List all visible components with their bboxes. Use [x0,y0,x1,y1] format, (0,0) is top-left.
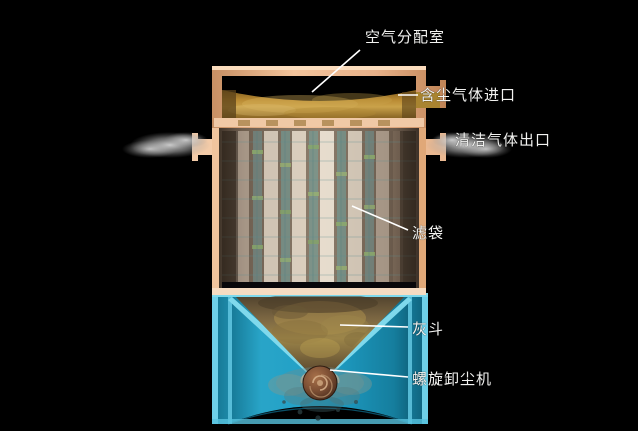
screw-dust-discharger-unit [268,365,372,421]
hopper-cone [228,296,412,384]
leader-filter-bag [351,205,409,231]
label-dusty-gas-inlet: 含尘气体进口 [420,88,517,104]
label-air-distribution-chamber: 空气分配室 [365,30,446,46]
label-clean-gas-outlet: 清洁气体出口 [455,133,552,149]
label-filter-bag: 滤袋 [412,226,445,242]
label-screw-dust-discharger: 螺旋卸尘机 [412,372,493,388]
filter-bag-housing [212,128,426,295]
label-ash-hopper: 灰斗 [412,322,445,338]
air-distribution-chamber-shell [212,66,446,128]
leader-lines [311,49,418,378]
clean-gas-outlet-ports [122,132,512,161]
leader-air-distribution-chamber [311,49,361,93]
filter-bag-array [222,131,416,291]
leader-screw-dust-discharger [329,369,409,378]
leader-ash-hopper [339,324,409,328]
